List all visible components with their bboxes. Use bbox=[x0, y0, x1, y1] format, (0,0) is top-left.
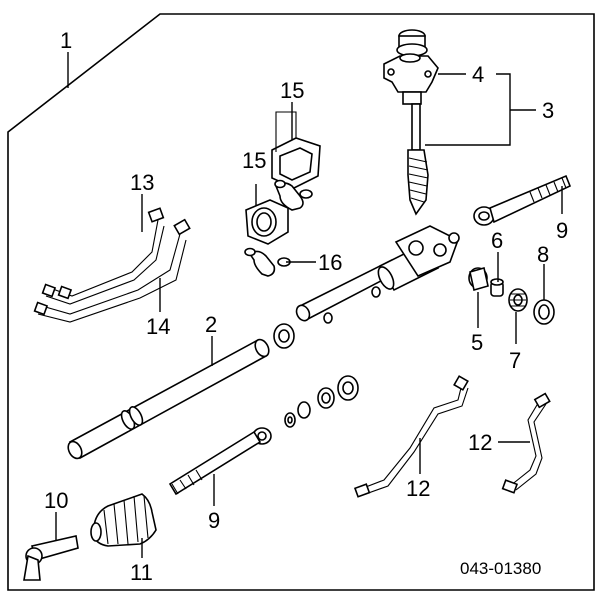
callout-9-lower: 9 bbox=[208, 508, 220, 533]
mount-bushing-upper bbox=[271, 111, 321, 189]
callout-15-upper: 15 bbox=[280, 78, 304, 103]
callout-11: 11 bbox=[130, 560, 153, 585]
callout-10: 10 bbox=[44, 488, 68, 513]
callout-16: 16 bbox=[318, 250, 342, 275]
pinion-housing bbox=[383, 29, 439, 105]
callout-7: 7 bbox=[509, 348, 521, 373]
drawing-code: 043-01380 bbox=[460, 559, 541, 578]
pressure-line-right bbox=[501, 392, 551, 494]
callout-12-right: 12 bbox=[468, 430, 492, 455]
rack-boot bbox=[90, 493, 157, 547]
pressure-line-center bbox=[353, 375, 469, 498]
hydraulic-tubes bbox=[33, 207, 191, 323]
callout-8: 8 bbox=[537, 242, 549, 267]
rack-seal bbox=[273, 323, 295, 349]
inner-tie-rod-upper bbox=[473, 174, 572, 226]
rack-housing bbox=[295, 225, 460, 324]
callout-9-upper: 9 bbox=[556, 218, 568, 243]
seal-7 bbox=[508, 288, 528, 312]
leader-3 bbox=[425, 73, 511, 146]
washer-6 bbox=[490, 278, 504, 297]
callout-1: 1 bbox=[60, 28, 72, 53]
callout-12-center: 12 bbox=[406, 476, 430, 501]
mount-bushing-lower bbox=[245, 199, 289, 245]
callout-13: 13 bbox=[130, 170, 154, 195]
assembly-frame bbox=[7, 13, 595, 591]
rack-bar bbox=[67, 338, 270, 460]
bushing-5 bbox=[468, 266, 489, 292]
callout-2: 2 bbox=[205, 312, 217, 337]
callout-6: 6 bbox=[491, 228, 503, 253]
mount-clamp-upper bbox=[274, 179, 313, 211]
callout-14: 14 bbox=[146, 314, 170, 339]
inner-tie-rod-lower bbox=[168, 427, 272, 496]
rack-washers bbox=[284, 375, 359, 428]
mount-clamp-lower bbox=[244, 247, 291, 277]
callout-3: 3 bbox=[542, 98, 554, 123]
tie-rod-end bbox=[23, 535, 79, 581]
pinion-shaft bbox=[407, 103, 429, 216]
callout-5: 5 bbox=[471, 330, 483, 355]
callout-4: 4 bbox=[472, 62, 484, 87]
ring-8 bbox=[533, 299, 555, 325]
callout-15-lower: 15 bbox=[242, 148, 266, 173]
